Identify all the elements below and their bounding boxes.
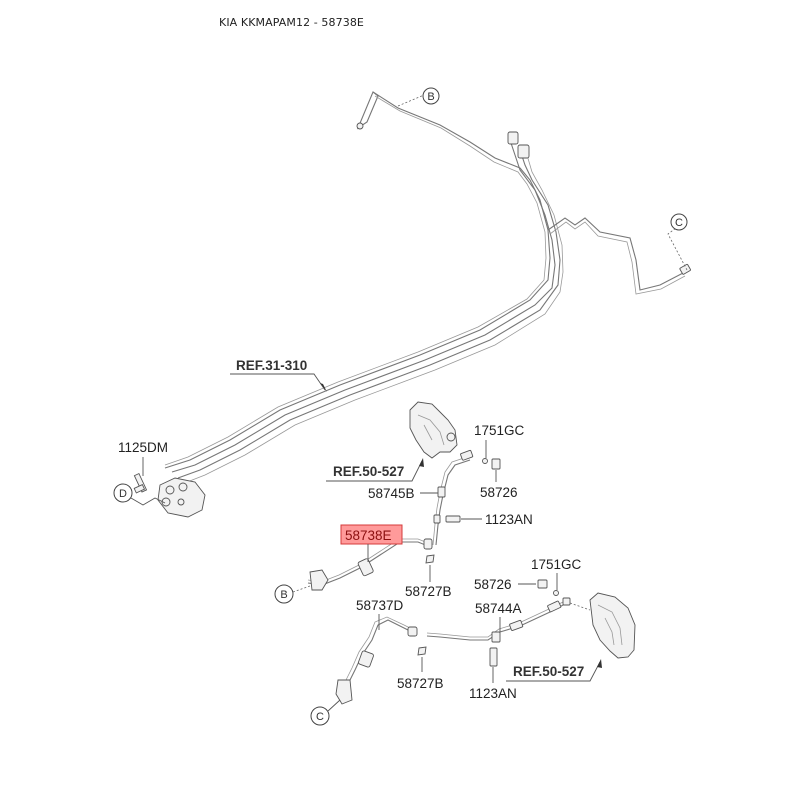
connector-C-top: C	[670, 213, 688, 231]
hose-58738E	[307, 538, 433, 591]
part-label-1125DM: 1125DM	[118, 440, 168, 455]
part-58727B-upper-callout: 58727B	[405, 554, 452, 599]
part-1123AN-upper-callout: 1123AN	[445, 512, 533, 527]
part-label-1123AN-upper: 1123AN	[485, 512, 533, 527]
part-58727B-lower-callout: 58727B	[397, 646, 444, 691]
part-58738E-callout[interactable]: 58738E	[340, 524, 403, 562]
part-58726-lower-callout: 58726	[474, 577, 548, 592]
hose-58745B	[432, 449, 474, 546]
arrow-icon	[419, 458, 424, 467]
part-label-1751GC-lower: 1751GC	[531, 557, 582, 572]
part-58737D-callout: 58737D	[356, 598, 404, 630]
connector-C-top-label: C	[675, 217, 683, 229]
part-1751GC-upper-callout: 1751GC	[474, 423, 525, 464]
ref-31-310-label: REF.31-310	[236, 358, 307, 373]
part-label-58727B-upper: 58727B	[405, 584, 452, 599]
diagram-title: KIA KKMAPAM12 - 58738E	[219, 16, 364, 29]
upper-caliper	[409, 401, 458, 459]
part-58738E-highlight[interactable]	[340, 524, 403, 545]
part-label-1123AN-lower: 1123AN	[469, 686, 517, 701]
part-1123AN-lower-callout: 1123AN	[469, 647, 517, 701]
main-brake-line-bundle	[164, 91, 691, 485]
arrow-icon	[320, 383, 327, 392]
part-label-1751GC-upper: 1751GC	[474, 423, 525, 438]
part-58726-upper-callout: 58726	[480, 458, 518, 500]
ref-50-527-upper-label: REF.50-527	[333, 464, 404, 479]
connector-D-label: D	[119, 488, 127, 500]
part-58745B-callout: 58745B	[368, 486, 438, 501]
part-1751GC-lower-callout: 1751GC	[531, 557, 582, 596]
part-label-58726-lower: 58726	[474, 577, 512, 592]
part-label-58738E[interactable]: 58738E	[345, 528, 392, 543]
connector-B-top-label: B	[427, 91, 434, 103]
connector-B-bottom: B	[274, 584, 311, 604]
arrow-icon	[597, 659, 602, 668]
connector-C-bottom: C	[310, 699, 341, 726]
connector-D: D	[113, 483, 166, 506]
part-label-58726-upper: 58726	[480, 485, 518, 500]
part-58744A-callout: 58744A	[475, 601, 522, 632]
part-label-58745B: 58745B	[368, 486, 415, 501]
hose-58737D	[335, 616, 418, 705]
connector-B-bottom-label: B	[280, 589, 287, 601]
hydraulic-unit	[133, 472, 206, 518]
hose-58744A	[426, 597, 591, 643]
ref-50-527-lower-label: REF.50-527	[513, 664, 584, 679]
ref-50-527-lower-callout: REF.50-527	[506, 659, 602, 682]
connector-C-bottom-label: C	[316, 711, 324, 723]
lower-caliper	[589, 592, 636, 659]
part-label-58737D: 58737D	[356, 598, 404, 613]
ref-50-527-upper-callout: REF.50-527	[326, 458, 424, 482]
part-label-58744A: 58744A	[475, 601, 522, 616]
ref-31-310-callout: REF.31-310	[230, 358, 327, 392]
part-1125DM-callout: 1125DM	[118, 440, 168, 476]
part-label-58727B-lower: 58727B	[397, 676, 444, 691]
connector-B-top: B	[422, 87, 440, 105]
